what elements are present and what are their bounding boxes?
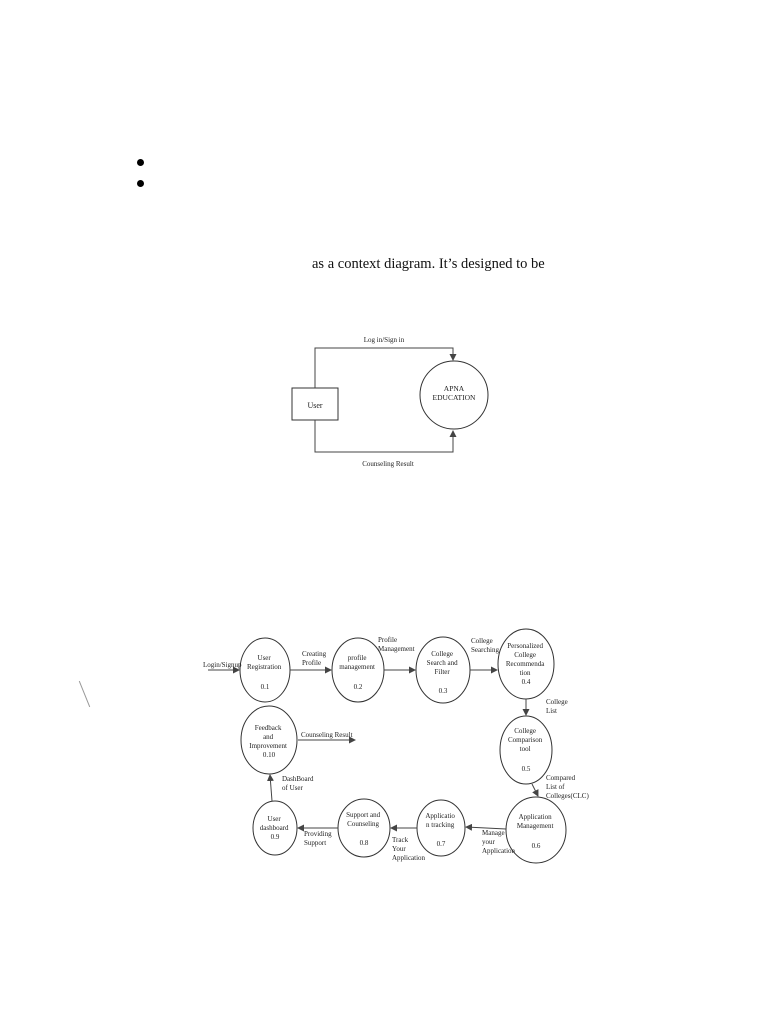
flow-label-manage-application: Manage your Application xyxy=(482,829,516,855)
login-flow-label: Log in/Sign in xyxy=(364,336,405,344)
flow-0-6-to-0-7 xyxy=(465,823,507,831)
intro-text: as a context diagram. It’s designed to b… xyxy=(312,256,545,272)
user-entity-label: User xyxy=(307,401,322,410)
bullet-1 xyxy=(137,159,144,166)
bullet-2 xyxy=(137,180,144,187)
flow-label-providing-support: Providing Support xyxy=(304,830,333,847)
process-0-9-label: User dashboard 0.9 xyxy=(260,815,291,841)
level1-diagram: User Registration 0.1 profile management… xyxy=(203,628,589,864)
process-0-3-label: College Search and Filter 0.3 xyxy=(427,650,460,695)
process-0-10-label: Feedback and Improvement 0.10 xyxy=(249,724,288,759)
system-label-line1: APNA xyxy=(444,384,465,393)
process-0-6 xyxy=(505,796,567,864)
context-diagram: User APNA EDUCATION Log in/Sign in Couns… xyxy=(291,336,489,468)
flow-label-college-list: College List xyxy=(546,698,570,715)
process-0-1-label: User Registration 0.1 xyxy=(247,654,283,691)
flow-label-track-application: Track Your Application xyxy=(392,836,426,862)
flow-label-profile-management: Profile Management xyxy=(378,636,415,653)
flow-label-creating-profile: Creating Profile xyxy=(302,650,328,667)
flow-0-5-to-0-6 xyxy=(531,783,539,797)
login-flow-arrow xyxy=(314,347,457,388)
process-0-8-label: Support and Counseling 0.8 xyxy=(346,811,382,847)
process-0-5 xyxy=(499,715,553,785)
flow-0-9-to-0-10 xyxy=(266,774,274,802)
process-0-7-label: Applicatio n tracking 0.7 xyxy=(425,812,456,848)
result-flow-arrow xyxy=(314,420,457,453)
flow-label-dashboard-of-user: DashBoard of User xyxy=(282,775,315,792)
system-label-line2: EDUCATION xyxy=(433,393,476,402)
process-0-10 xyxy=(240,705,298,775)
flow-label-college-searching: College Searching xyxy=(471,637,499,654)
login-signup-label: Login/Signup xyxy=(203,661,242,669)
result-flow-label: Counseling Result xyxy=(362,460,414,468)
flow-label-compared-list: Compared List of Colleges(CLC) xyxy=(546,774,589,800)
process-0-6-label: Application Management 0.6 xyxy=(517,813,555,850)
user-entity xyxy=(291,387,339,421)
process-0-5-label: College Comparison tool 0.5 xyxy=(508,727,544,773)
process-0-8 xyxy=(337,798,391,858)
process-0-4-label: Personalized College Recommenda tion 0.4 xyxy=(506,642,546,686)
process-0-2-label: profile management 0.2 xyxy=(339,654,377,691)
counseling-result-label: Counseling Result xyxy=(301,731,353,739)
system-process xyxy=(419,360,489,430)
